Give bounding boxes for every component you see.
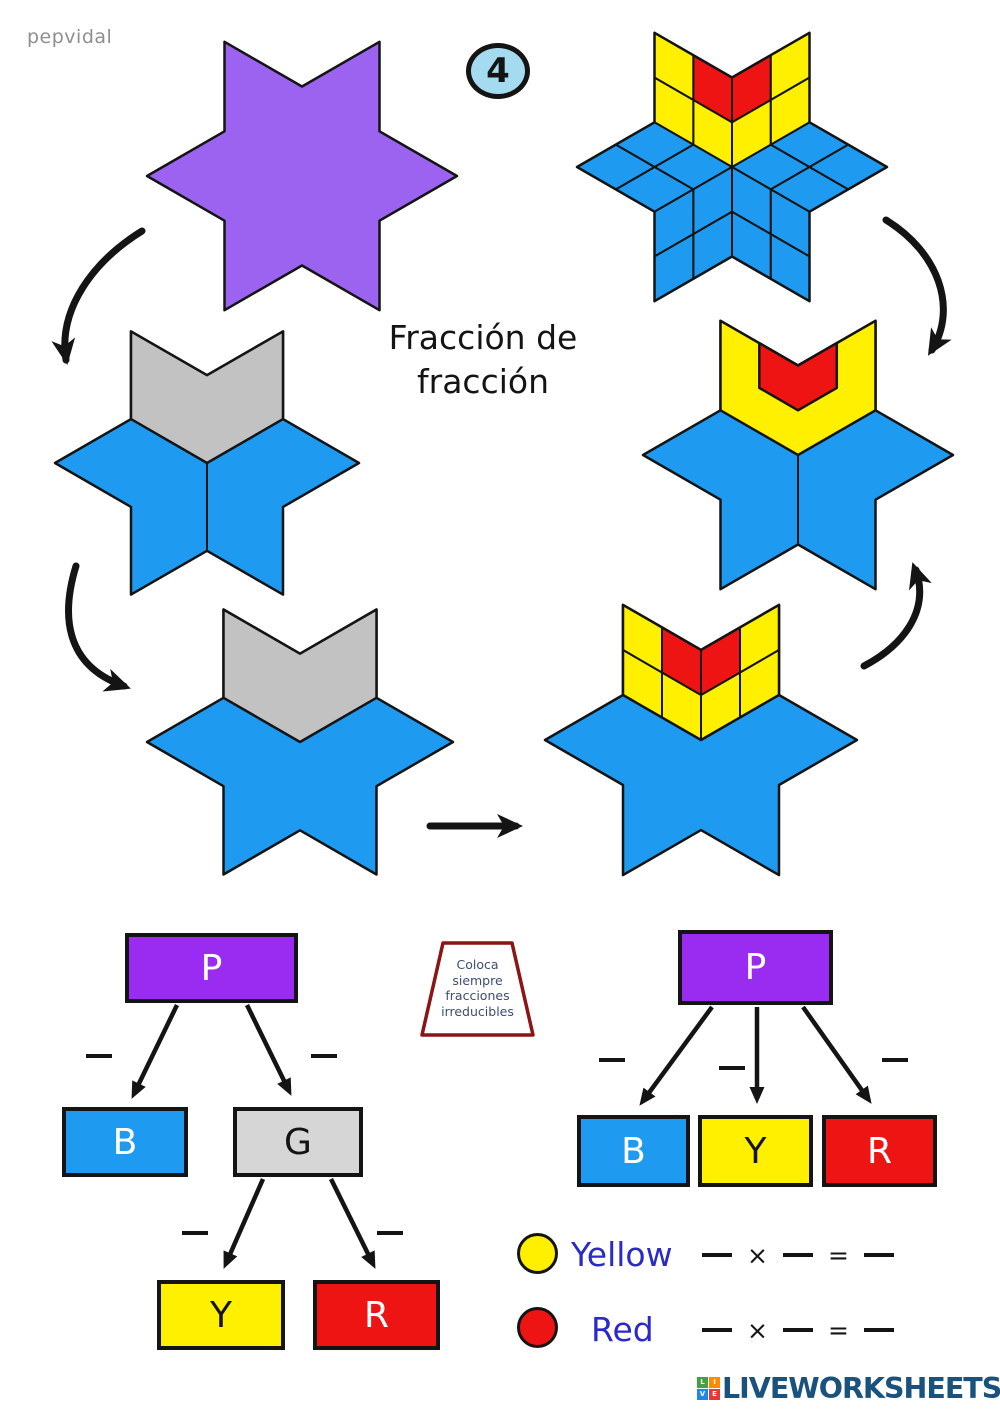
fraction-blank[interactable] <box>863 1253 894 1257</box>
fraction-blank[interactable] <box>311 1054 337 1058</box>
liveworksheets-logo-icon: L I V E <box>697 1377 720 1400</box>
fraction-blank[interactable] <box>377 1231 403 1235</box>
flow-arrow <box>65 562 128 690</box>
chevron-piece <box>222 608 378 744</box>
note-line: fracciones <box>445 988 510 1003</box>
tree-arrow <box>133 1004 180 1091</box>
arrowhead <box>361 1250 376 1269</box>
fraction-blank[interactable] <box>702 1328 732 1332</box>
flow-arrow <box>61 227 146 364</box>
arrowhead <box>51 337 76 365</box>
equation-yellow: × = <box>702 1240 894 1270</box>
fraction-blank[interactable] <box>719 1066 745 1070</box>
logo-cell: V <box>697 1389 708 1400</box>
liveworksheets-logo-text: LIVEWORKSHEETS <box>722 1372 1000 1405</box>
liveworksheets-logo: L I V E LIVEWORKSHEETS <box>697 1372 1000 1405</box>
page-title: Fracción de fracción <box>378 316 588 404</box>
tree-left-blue-box: B <box>62 1107 188 1177</box>
note-text: Coloca siempre fracciones irreducibles <box>420 957 535 1019</box>
legend-yellow-swatch <box>517 1233 558 1274</box>
flow-arrow <box>882 216 947 354</box>
tree-right-yellow-box: Y <box>698 1115 813 1187</box>
chevron-outline <box>621 603 781 742</box>
tree-right-blue-box: B <box>577 1115 690 1187</box>
logo-cell: E <box>709 1389 720 1400</box>
arrowhead <box>277 1077 292 1096</box>
fraction-blank[interactable] <box>702 1253 732 1257</box>
multiply-sign: × <box>747 1315 768 1345</box>
chevron-piece <box>129 330 285 465</box>
note-line: siempre <box>452 972 503 988</box>
arrowhead <box>497 814 523 838</box>
page-title-line1: Fracción de <box>388 318 578 357</box>
tree-arrow <box>244 1004 290 1088</box>
note-line: irreducibles <box>441 1003 514 1019</box>
problem-number-badge: 4 <box>466 43 530 99</box>
author-signature: pepvidal <box>27 26 113 48</box>
fraction-blank[interactable] <box>863 1328 894 1332</box>
equals-sign: = <box>828 1240 849 1270</box>
fraction-blank[interactable] <box>782 1328 813 1332</box>
arrowhead <box>855 1085 872 1104</box>
red-mini-chevron <box>758 341 839 412</box>
fraction-blank[interactable] <box>182 1231 208 1235</box>
tree-left-gray-box: G <box>233 1107 363 1177</box>
tree-arrow <box>643 1005 714 1100</box>
tree-left-yellow-box: Y <box>157 1280 285 1350</box>
star-purple-whole <box>145 40 459 312</box>
logo-cell: L <box>697 1377 708 1388</box>
arrowhead <box>749 1087 765 1104</box>
page-title-line2: fracción <box>417 362 549 401</box>
equation-red: × = <box>702 1315 894 1345</box>
fraction-blank[interactable] <box>882 1058 908 1062</box>
legend-red-swatch <box>517 1307 558 1348</box>
fraction-blank[interactable] <box>86 1054 112 1058</box>
legend-red-label: Red <box>591 1310 654 1349</box>
note-line: Coloca <box>456 957 499 972</box>
tree-right-root-box: P <box>678 930 833 1005</box>
fraction-blank[interactable] <box>782 1253 813 1257</box>
tree-left-red-box: R <box>313 1280 440 1350</box>
arrowhead <box>102 668 131 692</box>
arrowhead <box>223 1250 238 1269</box>
star-subdivided-24 <box>575 31 889 303</box>
arrowhead <box>131 1080 146 1099</box>
multiply-sign: × <box>747 1240 768 1270</box>
tree-arrow <box>225 1178 266 1261</box>
equals-sign: = <box>828 1315 849 1345</box>
tree-right-red-box: R <box>822 1115 937 1187</box>
tree-arrow <box>328 1178 374 1261</box>
tree-left-root-box: P <box>125 933 298 1003</box>
legend-yellow-label: Yellow <box>571 1235 673 1274</box>
arrowhead <box>927 327 952 356</box>
logo-cell: I <box>709 1377 720 1388</box>
flow-arrow <box>860 566 924 670</box>
tree-arrow <box>801 1005 868 1097</box>
arrowhead <box>909 562 932 591</box>
fraction-blank[interactable] <box>599 1058 625 1062</box>
note-trapezoid <box>420 941 535 1037</box>
arrowhead <box>639 1087 656 1106</box>
